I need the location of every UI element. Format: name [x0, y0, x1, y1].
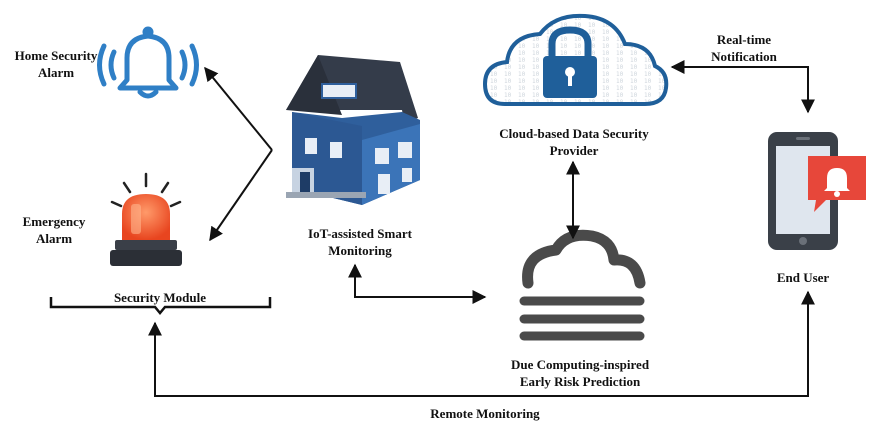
smart-house-icon — [286, 55, 420, 205]
arrow-remote-monitoring — [148, 290, 815, 397]
smartphone-notification-icon — [768, 132, 866, 250]
siren-icon — [110, 172, 182, 266]
bell-icon — [97, 26, 199, 99]
arrow-cloud-enduser — [670, 60, 815, 114]
security-module-label: Security Module — [113, 290, 207, 305]
remote-monitoring-label: Remote Monitoring — [430, 406, 540, 421]
end-user-label: End User — [776, 270, 830, 285]
arrow-to-home-alarm — [204, 66, 273, 151]
connector-arrows — [148, 60, 815, 397]
cloud-lock-icon — [478, 8, 669, 116]
fog-cloud-icon — [519, 229, 646, 341]
arrow-iot-fog — [348, 263, 487, 304]
arrow-to-emergency-alarm — [209, 149, 273, 242]
